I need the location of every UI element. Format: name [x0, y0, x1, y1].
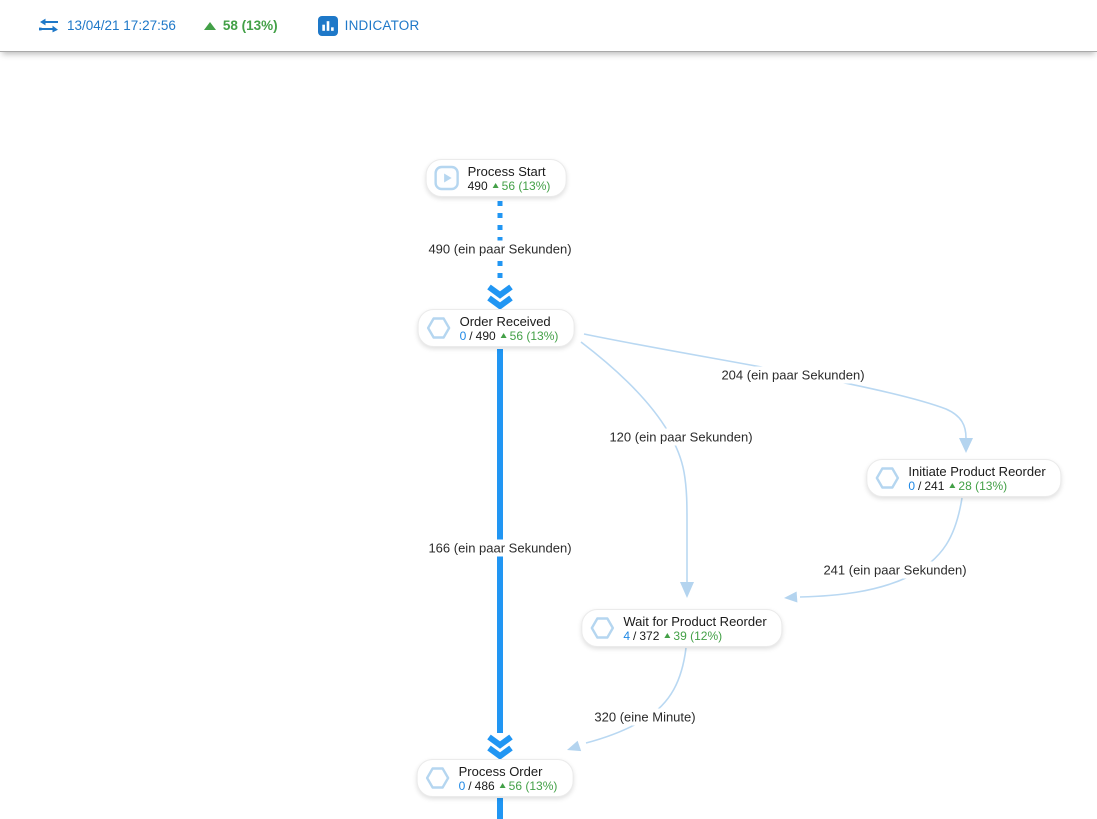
trend-stat: 58 (13%): [203, 18, 278, 33]
trend-up-icon: [664, 633, 671, 638]
active-count: 4: [623, 628, 631, 643]
edge-label-320: 320 (eine Minute): [590, 708, 700, 726]
edge-label-490: 490 (ein paar Sekunden): [424, 240, 576, 258]
trend-up-icon: [492, 183, 499, 188]
node-process-order[interactable]: Process Order 0 / 486 56 (13%): [416, 759, 574, 797]
bar-chart-icon: [317, 15, 338, 36]
trend-up-icon: [203, 21, 216, 30]
edge-label-204: 204 (ein paar Sekunden): [717, 366, 869, 384]
total-count: 372: [639, 628, 660, 643]
play-icon: [434, 165, 460, 191]
trend-up-icon: [949, 483, 956, 488]
trend-value: 58 (13%): [222, 18, 278, 33]
indicator-label: INDICATOR: [344, 18, 420, 33]
trend-up-icon: [500, 333, 507, 338]
compare-arrows-icon: [39, 18, 58, 32]
hexagon-icon: [425, 765, 451, 791]
edge-label-241: 241 (ein paar Sekunden): [819, 561, 971, 579]
node-title: Process Start: [467, 163, 546, 179]
total-count: 490: [475, 328, 496, 343]
edge-label-166: 166 (ein paar Sekunden): [424, 539, 576, 557]
count-separator: /: [468, 778, 472, 793]
edge-order-received-initiate-product-reorder: [583, 333, 973, 453]
count-separator: /: [633, 628, 637, 643]
edge-process-start-order-received: [487, 201, 513, 310]
node-title: Process Order: [458, 763, 543, 779]
delta-value: 28 (13%): [958, 478, 1008, 493]
edge-wait-for-product-reorder-process-order: [567, 647, 687, 752]
delta-value: 39 (12%): [673, 628, 723, 643]
edge-order-received-wait-for-product-reorder: [580, 341, 694, 598]
total-count: 490: [467, 178, 488, 193]
node-title: Order Received: [459, 313, 551, 329]
timestamp: 13/04/21 17:27:56: [67, 18, 176, 33]
trend-up-icon: [499, 783, 506, 788]
indicator-button[interactable]: INDICATOR: [317, 15, 420, 36]
node-wait-for-product-reorder[interactable]: Wait for Product Reorder 4 / 372 39 (12%…: [581, 609, 783, 647]
count-separator: /: [918, 478, 922, 493]
hexagon-icon: [426, 315, 452, 341]
active-count: 0: [908, 478, 916, 493]
total-count: 486: [474, 778, 495, 793]
toolbar: 13/04/21 17:27:56 58 (13%) INDICATOR: [0, 0, 1097, 52]
node-process-start[interactable]: Process Start 490 56 (13%): [425, 159, 567, 197]
hexagon-icon: [589, 615, 615, 641]
delta-value: 56 (13%): [509, 328, 559, 343]
count-separator: /: [469, 328, 473, 343]
delta-value: 56 (13%): [508, 778, 558, 793]
active-count: 0: [458, 778, 466, 793]
node-title: Wait for Product Reorder: [623, 613, 767, 629]
edge-order-received-process-order: [487, 349, 513, 819]
node-order-received[interactable]: Order Received 0 / 490 56 (13%): [417, 309, 575, 347]
date-filter-button[interactable]: 13/04/21 17:27:56: [38, 17, 176, 35]
node-title: Initiate Product Reorder: [908, 463, 1046, 479]
hexagon-icon: [874, 465, 900, 491]
total-count: 241: [924, 478, 945, 493]
edge-label-120: 120 (ein paar Sekunden): [605, 428, 757, 446]
active-count: 0: [459, 328, 467, 343]
delta-value: 56 (13%): [501, 178, 551, 193]
edge-initiate-product-reorder-wait-for-product-reorder: [784, 497, 963, 603]
node-initiate-product-reorder[interactable]: Initiate Product Reorder 0 / 241 28 (13%…: [866, 459, 1062, 497]
